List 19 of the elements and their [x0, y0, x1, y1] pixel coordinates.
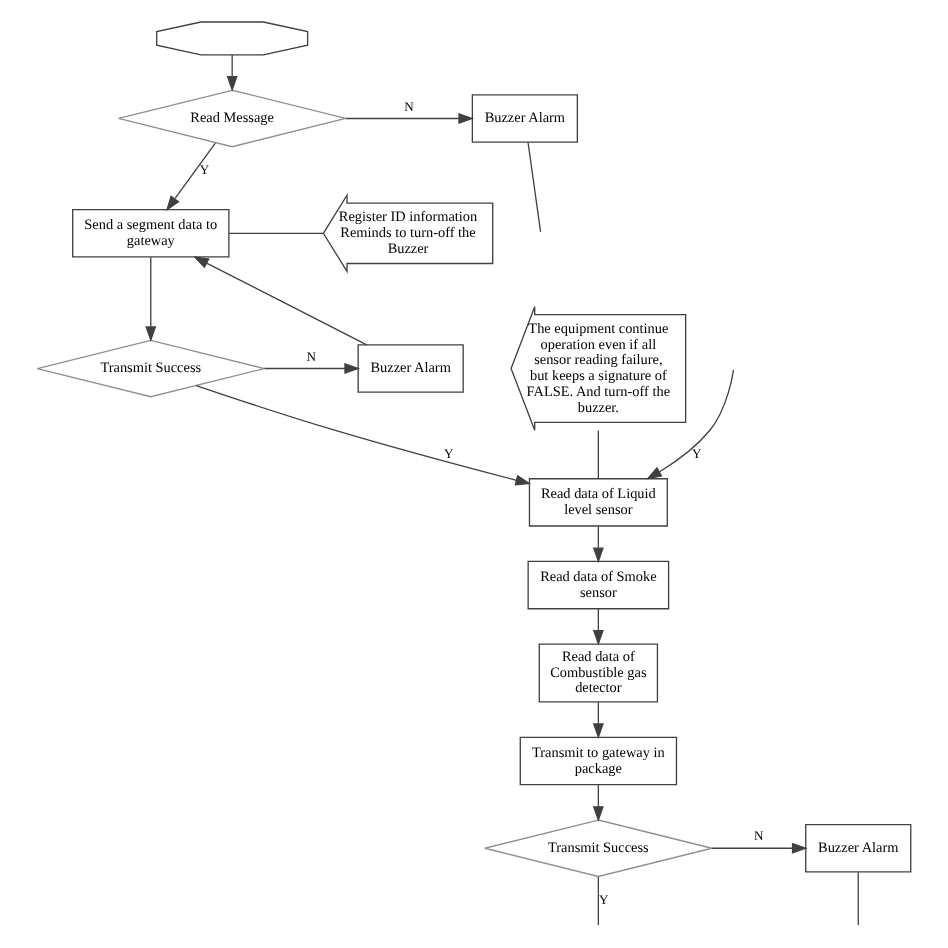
- arrow: [165, 142, 216, 212]
- connector: [597, 429, 599, 480]
- node-octagon: [156, 21, 309, 56]
- arrow: [646, 369, 735, 480]
- connector: [857, 871, 859, 926]
- arrow: [592, 784, 604, 822]
- arrow: [711, 842, 808, 854]
- arrow: [145, 256, 157, 342]
- connector: [527, 141, 542, 233]
- arrow: [345, 112, 475, 124]
- connector: [597, 876, 599, 926]
- arrow: [592, 701, 604, 740]
- arrow: [193, 256, 368, 346]
- arrow: [592, 525, 604, 564]
- arrow: [263, 363, 361, 375]
- arrow: [195, 384, 532, 486]
- connector: [228, 232, 324, 234]
- arrow: [592, 608, 604, 646]
- arrow: [226, 54, 238, 92]
